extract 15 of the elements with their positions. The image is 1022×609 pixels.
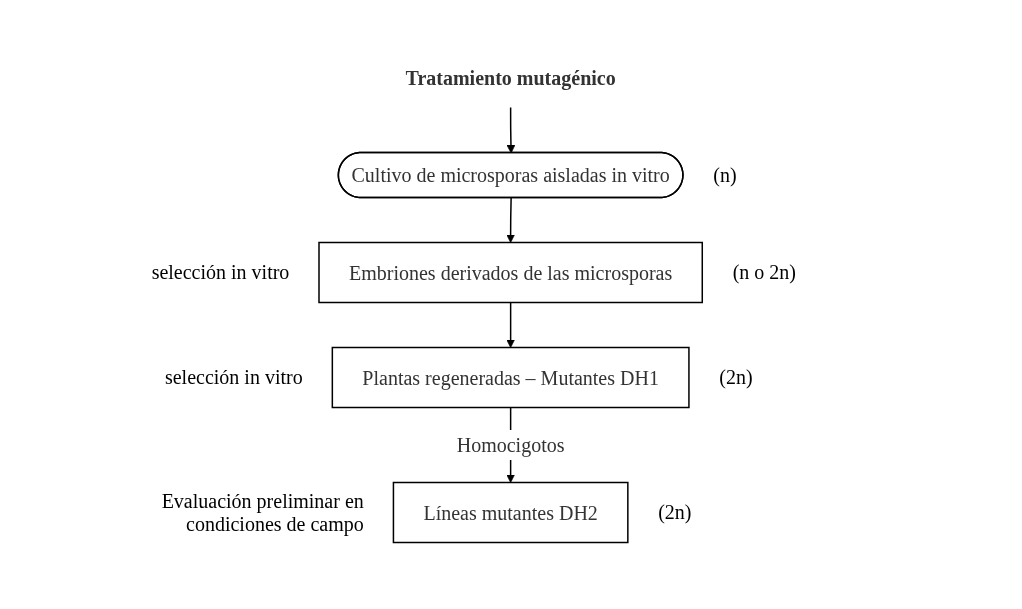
- side-note: selección in vitro: [150, 261, 290, 284]
- side-note: Evaluación preliminar en condiciones de campo: [160, 489, 364, 536]
- side-note: (n): [713, 163, 738, 187]
- side-note: selección in vitro: [163, 366, 303, 389]
- node-text: Tratamiento mutagénico: [405, 66, 617, 89]
- side-note: (2n): [719, 366, 754, 389]
- arrow: [506, 106, 516, 154]
- node-box: Embriones derivados de las microsporas: [318, 241, 704, 304]
- node-box: Líneas mutantes DH2: [393, 481, 629, 544]
- side-note: (2n): [658, 501, 693, 524]
- arrow: [506, 197, 516, 243]
- edge-label: Homocigotos: [457, 434, 565, 456]
- side-note: (n o 2n): [732, 261, 797, 284]
- arrow: [506, 301, 516, 348]
- node-box: Plantas regeneradas – Mutantes DH1: [331, 346, 691, 409]
